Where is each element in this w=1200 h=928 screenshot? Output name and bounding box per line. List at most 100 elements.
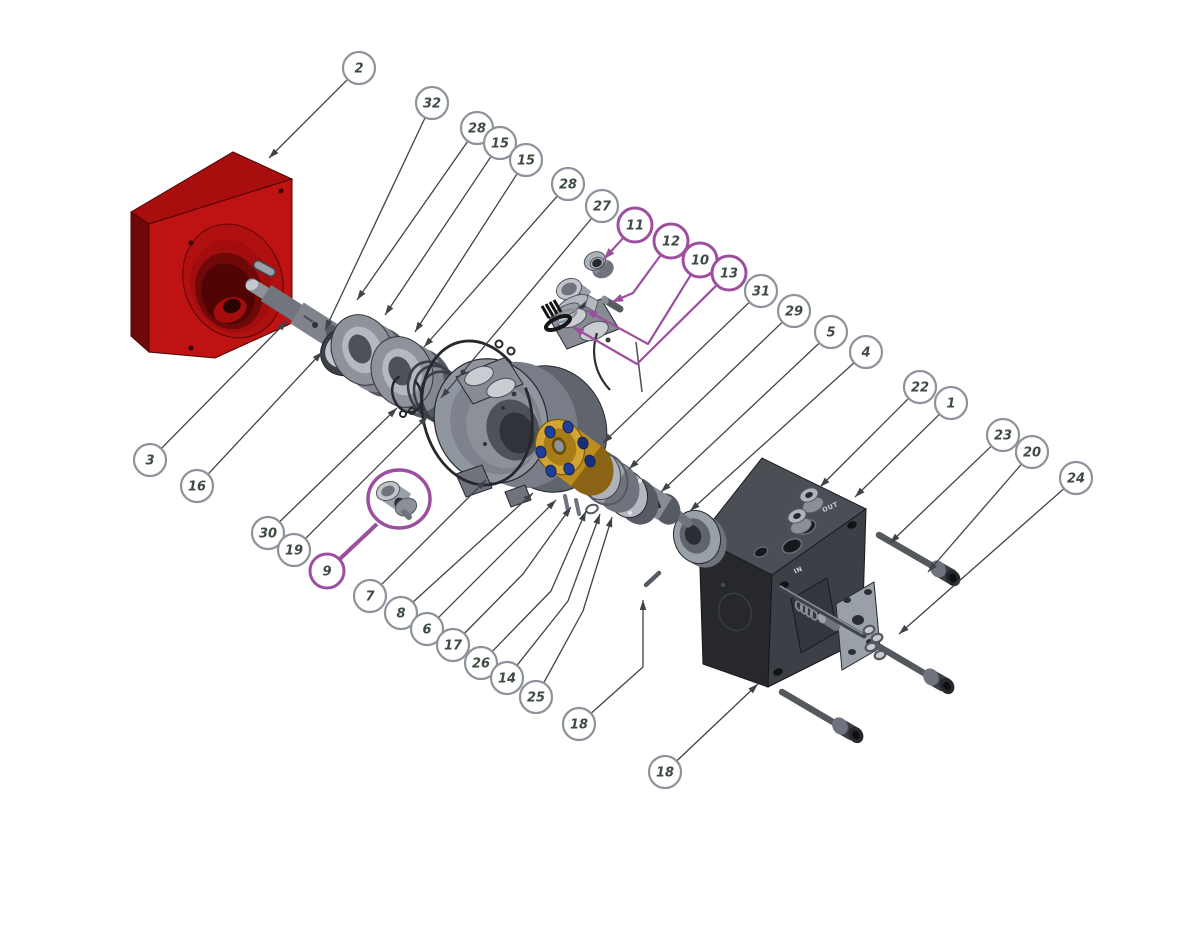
balloon-32 xyxy=(414,85,450,121)
balloon-number-22: 22 xyxy=(911,381,929,396)
leader-arrowhead-17 xyxy=(562,507,571,518)
leader-arrowhead-30 xyxy=(387,408,397,418)
balloon-23 xyxy=(985,417,1021,453)
leader-arrowhead-19 xyxy=(418,416,428,426)
leader-line-24 xyxy=(898,488,1065,635)
balloon-number-7: 7 xyxy=(365,590,375,605)
leader-line-26 xyxy=(491,510,587,652)
leader-line-1 xyxy=(854,413,941,498)
balloon-number-24: 24 xyxy=(1067,472,1085,487)
balloon-number-28: 28 xyxy=(559,178,577,193)
balloon-number-11: 11 xyxy=(626,219,644,234)
leader-line-25 xyxy=(543,516,613,684)
leader-line-30 xyxy=(279,407,398,523)
leader-line-7 xyxy=(380,479,487,586)
balloon-27 xyxy=(584,188,620,224)
valve-cartridge-parts xyxy=(540,251,624,332)
balloon-number-31: 31 xyxy=(752,285,770,300)
barrel-pistons xyxy=(535,420,596,478)
balloon-1 xyxy=(933,385,969,421)
balloon-number-18: 18 xyxy=(570,718,588,733)
balloon-number-20: 20 xyxy=(1023,446,1041,461)
leader-arrowhead-14 xyxy=(593,514,600,525)
valve-spring xyxy=(794,600,819,621)
valve-bushing xyxy=(583,251,614,279)
balloon-number-23: 23 xyxy=(994,429,1012,444)
balloon-22 xyxy=(902,369,938,405)
leader-line-20 xyxy=(927,463,1023,573)
balloon-number-13: 13 xyxy=(720,267,738,282)
leader-line-19 xyxy=(304,415,429,540)
leader-line-13 xyxy=(572,284,718,366)
leader-arrowhead-28 xyxy=(357,289,366,300)
leader-arrowhead-2 xyxy=(269,148,279,158)
leader-line-4 xyxy=(689,362,855,512)
leader-arrowhead-27 xyxy=(441,388,450,398)
balloon-18 xyxy=(561,706,597,742)
leader-arrowhead-23 xyxy=(890,533,900,543)
balloon-number-5: 5 xyxy=(826,326,835,341)
port-counterbore xyxy=(781,538,803,554)
socket-head-bolt-1 xyxy=(875,531,961,587)
balloon-number-3: 3 xyxy=(145,454,154,469)
balloon-number-17: 17 xyxy=(444,639,463,654)
leader-arrowhead-11 xyxy=(604,248,615,259)
leader-arrowhead-16 xyxy=(312,352,322,362)
balloon-9 xyxy=(308,552,346,590)
leader-line-23 xyxy=(889,445,992,544)
port-plug-2 xyxy=(787,508,812,535)
balloon-number-2: 2 xyxy=(354,62,363,77)
annotation-layer: 2322815152827111210133129542212320243163… xyxy=(132,50,1094,790)
swashplate-housing xyxy=(433,298,620,508)
leader-line-8 xyxy=(412,492,534,603)
leader-line-31 xyxy=(602,301,750,444)
leader-line-32 xyxy=(324,117,426,331)
balloon-number-15: 15 xyxy=(491,137,509,152)
leader-arrowhead-3 xyxy=(277,321,287,331)
piston-barrel xyxy=(534,418,614,496)
balloon-number-10: 10 xyxy=(691,254,709,269)
leader-line-22 xyxy=(819,397,910,488)
leader-arrowhead-13 xyxy=(573,327,585,336)
balloon-18 xyxy=(647,754,683,790)
valve-spring-black xyxy=(540,299,563,319)
balloon-7 xyxy=(352,578,388,614)
balloon-15 xyxy=(482,125,518,161)
dowel-pin xyxy=(643,570,662,588)
leader-arrowhead-22 xyxy=(820,477,830,487)
balloon-8 xyxy=(383,595,419,631)
leader-arrowhead-1 xyxy=(855,487,865,497)
leader-arrowhead-18 xyxy=(748,684,758,694)
balloon-17 xyxy=(435,627,471,663)
balloon-number-12: 12 xyxy=(662,235,680,250)
leader-line-3 xyxy=(160,320,288,450)
balloon-6 xyxy=(409,611,445,647)
balloon-28 xyxy=(550,166,586,202)
red-end-housing xyxy=(130,151,294,359)
o-ring-black xyxy=(543,314,573,332)
pilot-rod xyxy=(776,584,867,639)
washers xyxy=(862,624,887,661)
balloon-13 xyxy=(710,254,748,292)
highlight-circle-item-9 xyxy=(366,468,432,530)
leader-arrowhead-29 xyxy=(629,459,639,469)
balloon-number-4: 4 xyxy=(860,346,870,361)
balloon-number-26: 26 xyxy=(472,657,490,672)
leader-line-6 xyxy=(437,499,557,619)
balloon-20 xyxy=(1014,434,1050,470)
balloon-number-1: 1 xyxy=(946,397,955,412)
balloon-number-19: 19 xyxy=(285,544,303,559)
balloon-2 xyxy=(341,50,377,86)
balloon-number-28: 28 xyxy=(468,122,486,137)
leader-line-28 xyxy=(423,195,558,348)
balloon-4 xyxy=(848,334,884,370)
seal-carrier-disc xyxy=(672,509,727,568)
leader-line-2 xyxy=(268,78,349,159)
balloon-3 xyxy=(132,442,168,478)
leader-arrowhead-12 xyxy=(612,293,624,302)
leader-line-18 xyxy=(676,683,759,762)
leader-line-27 xyxy=(440,217,593,399)
balloon-15 xyxy=(508,142,544,178)
balloon-number-9: 9 xyxy=(322,565,331,580)
leader-line-17 xyxy=(463,506,572,635)
